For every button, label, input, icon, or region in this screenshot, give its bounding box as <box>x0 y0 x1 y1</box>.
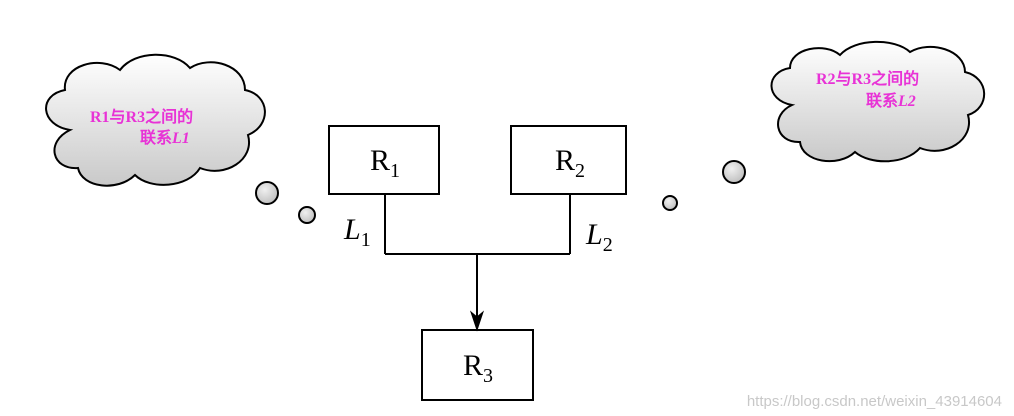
link-label-l2: L2 <box>585 218 613 256</box>
box-r2 <box>510 125 627 195</box>
box-r3-label: R3 <box>463 349 493 387</box>
box-r1 <box>328 125 440 195</box>
svg-text:联系L1: 联系L1 <box>140 129 190 147</box>
svg-text:R2与R3之间的: R2与R3之间的 <box>816 69 919 88</box>
watermark: https://blog.csdn.net/weixin_43914604 <box>746 393 1002 410</box>
right-cloud-line2-prefix: 联系 <box>866 92 898 110</box>
left-cloud-line2-prefix: 联系 <box>140 129 172 147</box>
box-r1-label: R1 <box>370 144 400 182</box>
right-thought-cloud: R2与R3之间的 联系L2 <box>770 40 986 163</box>
connector-lines <box>384 194 571 318</box>
left-cloud-line1: R1与R3之间的 <box>90 107 193 126</box>
link-label-l1: L1 <box>343 213 371 251</box>
left-thought-bubble-large <box>255 181 279 205</box>
svg-text:R1与R3之间的: R1与R3之间的 <box>90 107 193 126</box>
right-cloud-line2-var: L2 <box>897 93 916 110</box>
right-thought-bubble-small <box>662 195 678 211</box>
left-cloud-line2-var: L1 <box>171 130 190 147</box>
left-thought-cloud: R1与R3之间的 联系L1 <box>45 53 266 187</box>
box-r2-label: R2 <box>555 144 585 182</box>
right-thought-bubble-large <box>722 160 746 184</box>
svg-text:联系L2: 联系L2 <box>866 92 916 110</box>
left-thought-bubble-small <box>298 206 316 224</box>
right-cloud-line1: R2与R3之间的 <box>816 69 919 88</box>
arrowhead-to-r3 <box>469 310 485 332</box>
